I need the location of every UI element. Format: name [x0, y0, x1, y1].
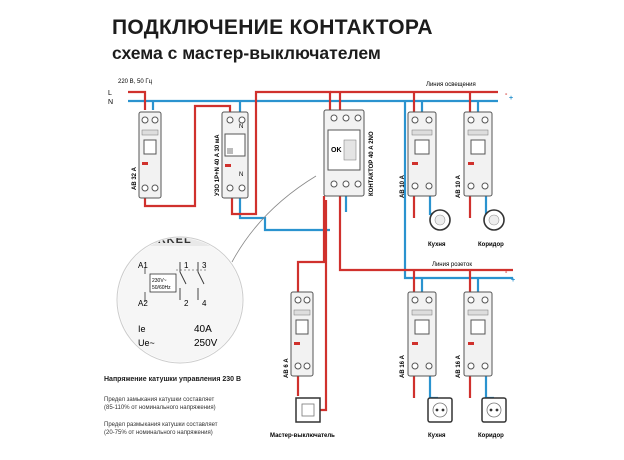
zoom-c2: 2 [184, 299, 189, 308]
rcd-n-top: N [239, 124, 243, 130]
page-title: ПОДКЛЮЧЕНИЕ КОНТАКТОРА [112, 16, 433, 39]
socket-corridor-label: Коридор [478, 433, 504, 439]
contactor-device: OK КОНТАКТОР 40 А 2NO [323, 109, 375, 197]
wire-neutral-socket1-load [428, 376, 438, 400]
socket-breaker-1: АВ 16 А [400, 291, 437, 378]
socket-kitchen-label: Кухня [428, 433, 446, 439]
open-limit-note: Предел размыкания катушки составляет (20… [104, 421, 274, 437]
lamp-kitchen [429, 209, 451, 231]
light-breaker-2-label: АВ 10 А [456, 174, 462, 198]
wire-phase-socket-bus [338, 196, 513, 272]
zoom-a2: A2 [138, 299, 148, 308]
master-switch [295, 397, 321, 423]
zoom-val1: 40A [194, 324, 212, 335]
supply-l: L [108, 90, 112, 97]
light-breaker-2: АВ 10 А [456, 111, 493, 198]
open-limit-line-2: (20-75% от номинального напряжения) [104, 430, 213, 436]
neutral-wires [128, 99, 513, 400]
socket-breaker-2: АВ 16 А [456, 291, 493, 378]
open-limit-line-1: Предел размыкания катушки составляет [104, 422, 218, 428]
close-limit-line-2: (85-110% от номинального напряжения) [104, 405, 216, 411]
wire-phase-main-rcd [143, 104, 232, 208]
socket-plus: + [511, 277, 515, 284]
supply-n: N [108, 99, 113, 106]
zoom-val2: 250V [194, 338, 218, 349]
zoom-coil-1: 230V~ [152, 278, 167, 284]
lighting-minus: - [505, 91, 508, 98]
wire-phase-master-feed [296, 196, 326, 292]
lamp-kitchen-label: Кухня [428, 242, 446, 248]
socket-kitchen [427, 397, 453, 423]
light-breaker-1-label: АВ 10 А [400, 174, 406, 198]
zoom-brand: WERKEL [138, 234, 192, 246]
rcd-n-bottom: N [239, 172, 243, 178]
coil-voltage-note: Напряжение катушки управления 230 В [104, 376, 242, 383]
zoom-ie: Ie [138, 324, 146, 334]
zoom-ue: Ue~ [138, 338, 155, 348]
close-limit-note: Предел замыкания катушки составляет (85-… [104, 396, 274, 412]
lighting-line-label: Линия освещения [426, 82, 476, 88]
zoom-pointer [231, 175, 317, 263]
wire-phase-input [128, 90, 147, 110]
wire-neutral-socket2-load [484, 376, 494, 400]
light-breaker-1: АВ 10 А [400, 111, 437, 198]
master-switch-label: Мастер-выключатель [270, 433, 335, 439]
socket-breaker-2-label: АВ 16 А [456, 354, 462, 378]
main-breaker-label: АВ 32 А [132, 166, 138, 190]
zoom-c3: 3 [202, 261, 207, 270]
zoom-c4: 4 [202, 299, 207, 308]
zoom-detail: WERKEL A1 A2 230V~ 50/60Hz 1 3 2 4 Ie Ue… [118, 234, 242, 362]
zoom-c1: 1 [184, 261, 189, 270]
socket-breaker-1-label: АВ 16 А [400, 354, 406, 378]
rcd-device: N N УЗО 1P+N 40 A 30 мА [215, 111, 249, 199]
contactor-ok-mark: OK [331, 147, 342, 154]
socket-minus: - [505, 269, 508, 276]
page-subtitle: схема с мастер-выключателем [112, 43, 381, 63]
close-limit-line-1: Предел замыкания катушки составляет [104, 397, 215, 403]
wire-neutral-rcd-out [238, 198, 330, 232]
wire-phase-rcd-out [230, 90, 332, 216]
lamp-corridor [483, 209, 505, 231]
socket-corridor [481, 397, 507, 423]
supply-voltage: 220 В, 50 Гц [118, 79, 153, 85]
zoom-a1: A1 [138, 261, 148, 270]
zoom-coil-2: 50/60Hz [152, 285, 171, 291]
main-breaker: АВ 32 А [132, 111, 162, 199]
master-breaker-label: АВ 6 А [284, 358, 290, 378]
rcd-label: УЗО 1P+N 40 A 30 мА [215, 134, 221, 196]
lamp-corridor-label: Коридор [478, 242, 504, 248]
master-breaker: АВ 6 А [284, 291, 314, 378]
contactor-label: КОНТАКТОР 40 А 2NO [369, 131, 375, 196]
socket-line-label: Линия розеток [432, 262, 472, 268]
lighting-plus: + [509, 95, 513, 102]
